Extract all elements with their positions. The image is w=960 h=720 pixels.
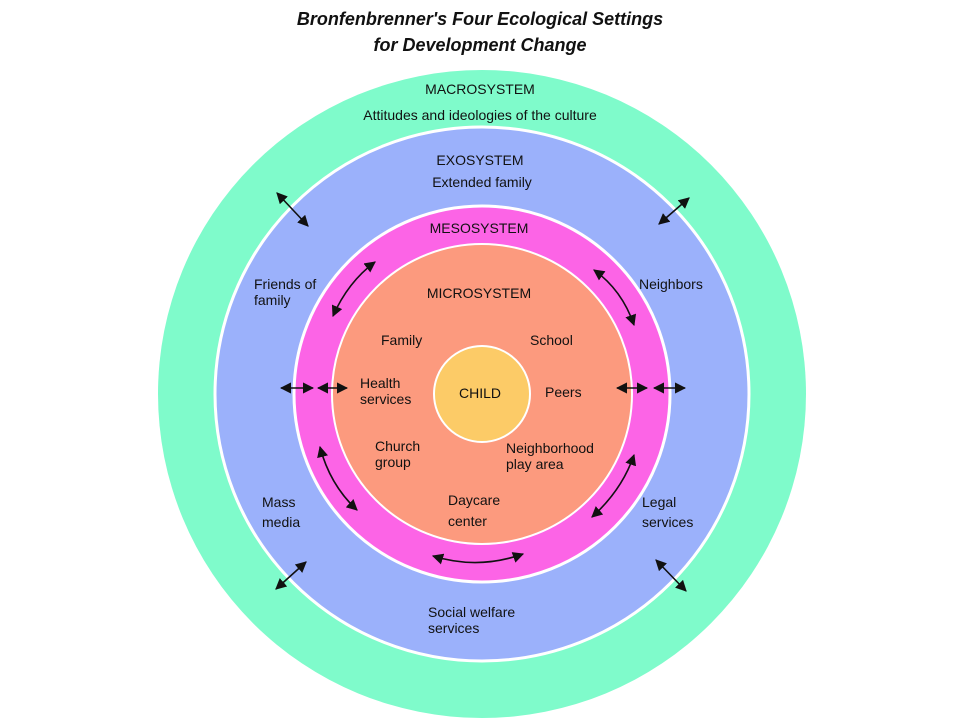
micro-neighborhood-play-area: Neighborhood play area xyxy=(506,440,594,472)
meso-arrow-bottom xyxy=(431,552,525,565)
microsystem-label: MICROSYSTEM xyxy=(426,285,532,301)
micro-family: Family xyxy=(381,332,423,348)
micro-daycare-center: Daycare center xyxy=(448,492,501,529)
meso-arrow-upper-left xyxy=(331,261,376,318)
macro-arrow-upper-right xyxy=(658,197,690,225)
exosystem-label: EXOSYSTEM xyxy=(436,152,524,168)
macro-arrow-lower-right xyxy=(655,559,687,592)
meso-arrow-lower-left xyxy=(317,445,358,511)
micro-church-group: Church group xyxy=(375,438,421,470)
exo-friends-of-family: Friends of family xyxy=(254,276,317,308)
macrosystem-description: Attitudes and ideologies of the culture xyxy=(363,107,597,123)
mesosystem-label: MESOSYSTEM xyxy=(429,220,529,236)
macrosystem-label: MACROSYSTEM xyxy=(425,81,535,97)
micro-school: School xyxy=(530,332,573,348)
micro-health-services: Health services xyxy=(360,375,412,407)
diagram-title-line1: Bronfenbrenner's Four Ecological Setting… xyxy=(296,9,664,29)
micro-peers: Peers xyxy=(545,384,582,400)
exo-mass-media: Mass media xyxy=(262,494,301,530)
exo-neighbors: Neighbors xyxy=(639,276,703,292)
meso-arrow-lower-right xyxy=(591,453,637,518)
macro-arrow-lower-left xyxy=(275,561,307,590)
child-circle xyxy=(433,345,531,443)
exo-legal-services: Legal services xyxy=(642,494,694,530)
meso-arrow-upper-right xyxy=(593,269,637,327)
exo-social-welfare: Social welfare services xyxy=(428,604,516,636)
exo-extended-family: Extended family xyxy=(432,174,532,190)
macro-arrow-upper-left xyxy=(276,192,309,227)
diagram-title-line2: for Development Change xyxy=(373,35,587,55)
child-label: CHILD xyxy=(458,385,502,401)
